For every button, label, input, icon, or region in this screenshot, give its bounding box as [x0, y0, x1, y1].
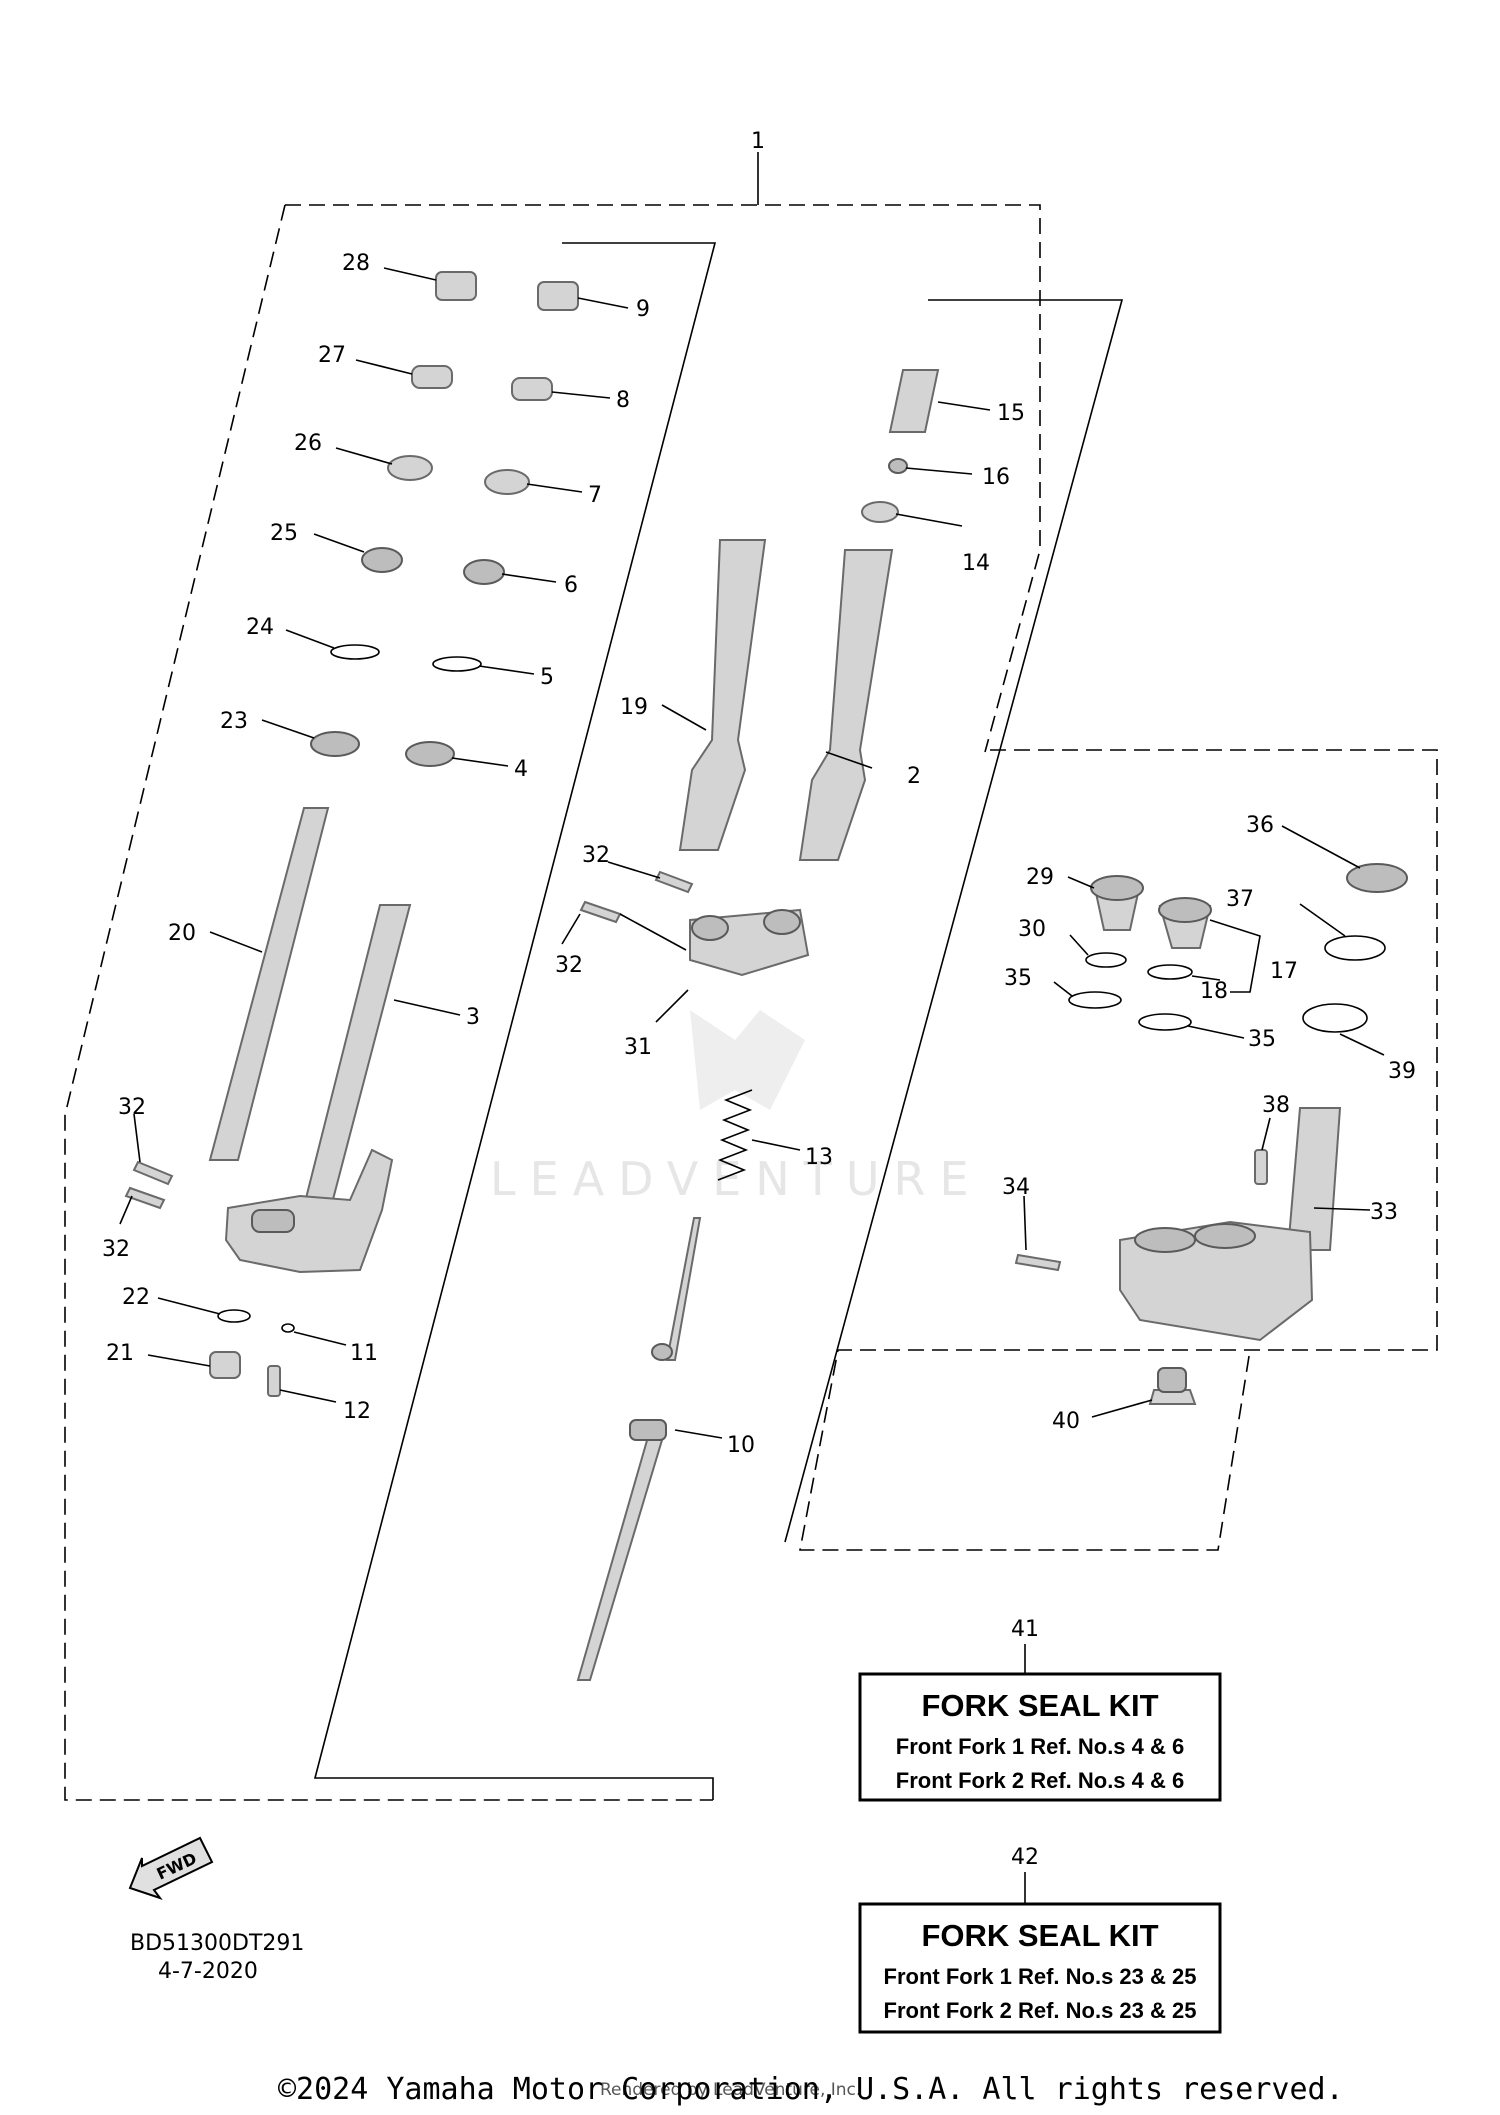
callout-29: 29: [1026, 865, 1054, 890]
callout-25: 25: [270, 521, 298, 546]
rendered-by-note: Rendered by LeadVenture, Inc.: [600, 2080, 862, 2100]
callout-9: 9: [636, 297, 650, 322]
leader-lines: [119, 267, 1385, 1439]
callout-22: 22: [122, 1285, 150, 1310]
callout-37: 37: [1226, 887, 1254, 912]
callout-35-b: 35: [1248, 1027, 1276, 1052]
callout-20: 20: [168, 921, 196, 946]
callout-17: 17: [1270, 959, 1298, 984]
callout-32-center-a: 32: [582, 843, 610, 868]
callout-23: 23: [220, 709, 248, 734]
copyright-notice: ©2024 Yamaha Motor Corporation, U.S.A. A…: [278, 2072, 1344, 2107]
callout-1: 1: [751, 129, 765, 154]
callout-12: 12: [343, 1399, 371, 1424]
callout-10: 10: [727, 1433, 755, 1458]
diagram-date: 4-7-2020: [158, 1959, 258, 1984]
callout-26: 26: [294, 431, 322, 456]
callout-42: 42: [1011, 1845, 1039, 1870]
callout-18: 18: [1200, 979, 1228, 1004]
callout-38: 38: [1262, 1093, 1290, 1118]
callout-41: 41: [1011, 1617, 1039, 1642]
callout-3: 3: [466, 1005, 480, 1030]
diagram-code: BD51300DT291: [130, 1931, 304, 1956]
callout-8: 8: [616, 388, 630, 413]
steering-parts: [1014, 863, 1408, 1405]
callout-27: 27: [318, 343, 346, 368]
callout-34: 34: [1002, 1175, 1030, 1200]
callout-labels: 1 2 3 4 5 6 7 8 9 10 11 12 13 14 15 16 1…: [102, 129, 1416, 1458]
callout-39: 39: [1388, 1059, 1416, 1084]
kit-42-line-1: Front Fork 1 Ref. No.s 23 & 25: [884, 1964, 1197, 1989]
callout-2: 2: [907, 764, 921, 789]
callout-24: 24: [246, 615, 274, 640]
callout-7: 7: [588, 483, 602, 508]
callout-16: 16: [982, 465, 1010, 490]
center-fork-parts: [576, 369, 940, 1681]
callout-40: 40: [1052, 1409, 1080, 1434]
callout-35-a: 35: [1004, 966, 1032, 991]
callout-19: 19: [620, 695, 648, 720]
callout-32-center-b: 32: [555, 953, 583, 978]
callout-30: 30: [1018, 917, 1046, 942]
callout-5: 5: [540, 665, 554, 690]
fwd-arrow-icon: FWD: [128, 1836, 214, 1900]
callout-21: 21: [106, 1341, 134, 1366]
callout-6: 6: [564, 573, 578, 598]
left-fork-parts: [124, 271, 579, 1397]
watermark-text: LEADVENTURE: [490, 1152, 983, 1206]
callout-14: 14: [962, 551, 990, 576]
fork-seal-kit-41: 41 FORK SEAL KIT Front Fork 1 Ref. No.s …: [858, 1617, 1222, 1802]
spring: [717, 1089, 753, 1181]
kit-42-line-2: Front Fork 2 Ref. No.s 23 & 25: [884, 1998, 1197, 2023]
callout-11: 11: [350, 1341, 378, 1366]
fork-seal-kit-42: 42 FORK SEAL KIT Front Fork 1 Ref. No.s …: [858, 1845, 1222, 2034]
callout-32-left-b: 32: [102, 1237, 130, 1262]
callout-31: 31: [624, 1035, 652, 1060]
kit-41-line-2: Front Fork 2 Ref. No.s 4 & 6: [896, 1768, 1185, 1793]
assembly-outline-1: [64, 152, 1438, 1801]
callout-36: 36: [1246, 813, 1274, 838]
kit-41-title: FORK SEAL KIT: [921, 1688, 1158, 1723]
callout-33: 33: [1370, 1200, 1398, 1225]
callout-32-left-a: 32: [118, 1095, 146, 1120]
watermark: LEADVENTURE: [490, 1010, 983, 1206]
callout-4: 4: [514, 757, 528, 782]
kit-42-title: FORK SEAL KIT: [921, 1918, 1158, 1953]
callout-15: 15: [997, 401, 1025, 426]
callout-13: 13: [805, 1145, 833, 1170]
kit-41-line-1: Front Fork 1 Ref. No.s 4 & 6: [896, 1734, 1185, 1759]
callout-28: 28: [342, 251, 370, 276]
